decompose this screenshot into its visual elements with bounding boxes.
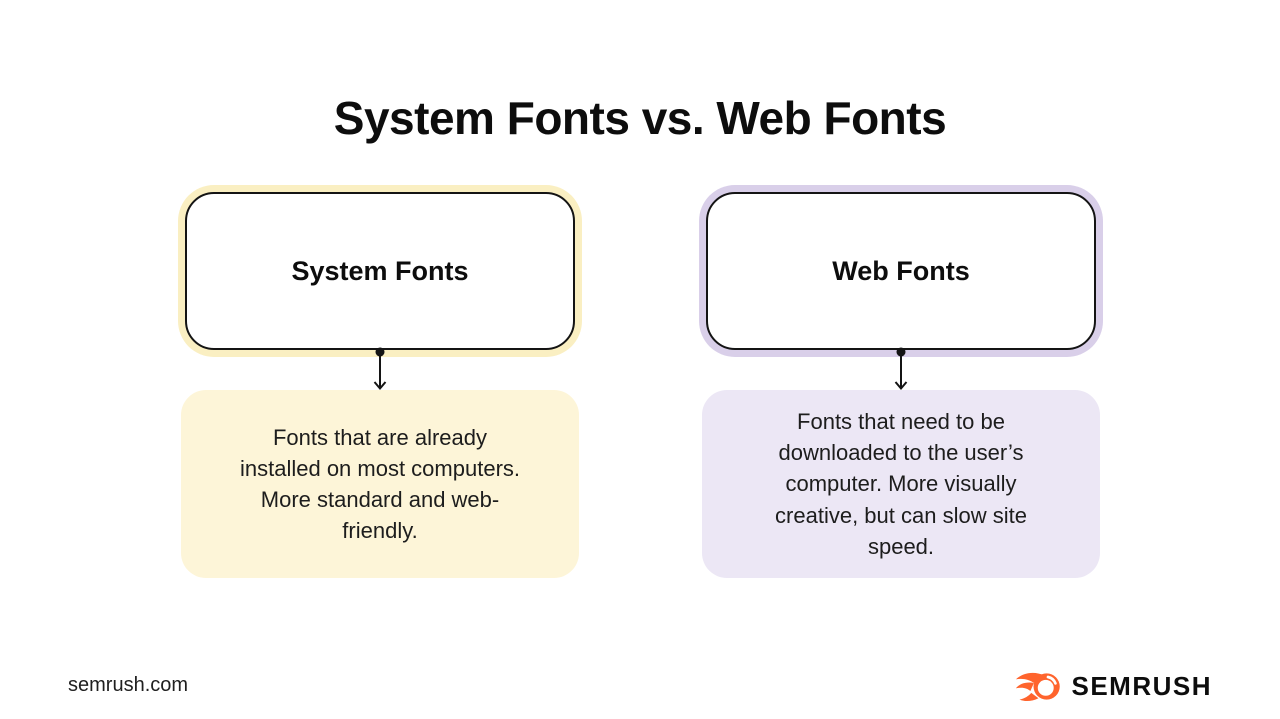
description-box: Fonts that need to be downloaded to the … [702,390,1100,578]
semrush-logo: SEMRUSH [1015,666,1212,706]
description-text: Fonts that are already installed on most… [239,424,521,544]
header-card-web-fonts: Web Fonts [706,192,1096,350]
comparison-column-system-fonts: System Fonts Fonts that are already inst… [178,185,582,579]
header-card-halo: Web Fonts [699,185,1103,357]
card-heading: System Fonts [291,255,469,286]
semrush-logo-text: SEMRUSH [1071,670,1212,701]
footer-website-url: semrush.com [68,674,189,696]
header-card-halo: System Fonts [178,185,582,357]
description-text: Fonts that need to be downloaded to the … [775,409,1027,559]
semrush-comet-icon [1016,672,1061,701]
comparison-column-web-fonts: Web Fonts Fonts that need to be download… [699,185,1103,579]
header-card-system-fonts: System Fonts [185,192,575,350]
connector-arrow [373,347,387,391]
page-title: System Fonts vs. Web Fonts [333,91,947,144]
description-box: Fonts that are already installed on most… [181,390,579,578]
connector-arrow [894,347,908,391]
card-heading: Web Fonts [832,255,970,286]
